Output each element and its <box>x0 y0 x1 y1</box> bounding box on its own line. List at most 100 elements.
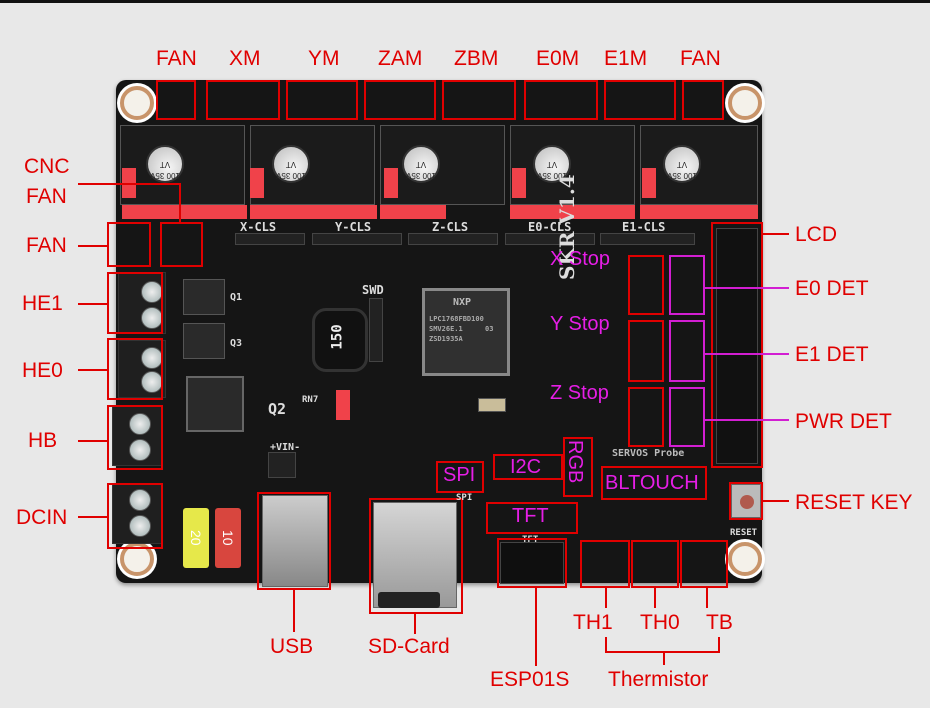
bracket-bottom <box>605 651 720 653</box>
pin-header-e0-cls <box>505 233 595 245</box>
red-header-e0 <box>510 205 635 219</box>
x-stop-connector[interactable] <box>628 255 664 315</box>
driver-slot-y <box>250 125 375 205</box>
rgb-connector-box[interactable] <box>563 437 593 497</box>
reset-button[interactable] <box>731 484 761 518</box>
bracket-right <box>718 637 720 652</box>
motor-connector-xm[interactable] <box>206 80 280 120</box>
callout-line-hb <box>78 440 108 442</box>
bracket-stem <box>663 651 665 665</box>
label-e1-det: E1 DET <box>795 343 869 366</box>
red-header-y <box>250 205 377 219</box>
screw-icon <box>129 439 151 461</box>
lcd-connector-box[interactable] <box>711 222 763 468</box>
y-stop-connector[interactable] <box>628 320 664 382</box>
silk-x-cls: X-CLS <box>240 220 277 234</box>
fan-connector-left[interactable] <box>107 222 151 267</box>
screw-icon <box>129 489 151 511</box>
label-pwr-det: PWR DET <box>795 410 892 433</box>
th1-connector[interactable] <box>580 540 630 588</box>
label-sd-card: SD-Card <box>368 635 450 658</box>
inductor: 150 <box>312 308 368 372</box>
callout-line-lcd <box>763 233 789 235</box>
red-jumper-y <box>250 168 264 198</box>
capacitor-y: 100 35V VT <box>272 145 310 183</box>
usb-connector-box[interactable] <box>257 492 331 590</box>
silk-y-cls: Y-CLS <box>335 220 372 234</box>
driver-slot-e0 <box>510 125 635 205</box>
reset-key-box <box>729 482 763 520</box>
callout-line-tb <box>706 588 708 608</box>
label-rgb: RGB <box>564 440 586 484</box>
e1-det-connector[interactable] <box>669 320 705 382</box>
silk-q2: Q2 <box>268 400 287 418</box>
motor-connector-zam[interactable] <box>364 80 436 120</box>
silk-tft: TFT <box>522 535 539 545</box>
label-fan-top-right: FAN <box>680 47 721 70</box>
driver-slot-z <box>380 125 505 205</box>
tft-connector-box[interactable] <box>486 502 578 534</box>
label-zam: ZAM <box>378 47 423 70</box>
label-hb: HB <box>28 429 58 452</box>
callout-line-usb <box>293 590 295 632</box>
motor-connector-zbm[interactable] <box>442 80 516 120</box>
pin-header-x-cls <box>235 233 305 245</box>
callout-line-sd-card <box>414 614 416 634</box>
e0-det-connector[interactable] <box>669 255 705 315</box>
reset-button-cap <box>740 495 754 509</box>
label-tb: TB <box>706 611 733 634</box>
callout-line-esp01s <box>535 588 537 666</box>
terminal-he0 <box>118 340 166 398</box>
fan-connector-top-right[interactable] <box>682 80 724 120</box>
callout-line-he1 <box>78 303 108 305</box>
label-cnc-fan-line1: CNC <box>24 155 70 178</box>
label-tft: TFT <box>512 505 549 527</box>
mcu-line2: SMV26E.1 <box>429 325 463 333</box>
label-fan-left: FAN <box>26 234 67 257</box>
sd-card-connector-box[interactable] <box>369 498 463 614</box>
callout-line-e0-det <box>705 287 789 289</box>
pwr-det-connector[interactable] <box>669 387 705 447</box>
callout-line-th0 <box>654 588 656 608</box>
motor-connector-e0m[interactable] <box>524 80 598 120</box>
label-y-stop: Y Stop <box>550 313 610 335</box>
label-fan-top-left: FAN <box>156 47 197 70</box>
callout-line-th1 <box>605 588 607 608</box>
silk-servos-probe: SERVOS Probe <box>612 448 685 459</box>
label-esp01s: ESP01S <box>490 668 570 691</box>
lcd-exp-headers <box>716 228 758 464</box>
cnc-fan-connector[interactable] <box>160 222 203 267</box>
i2c-connector-box[interactable] <box>493 454 563 480</box>
tb-connector[interactable] <box>680 540 728 588</box>
pin-header-e1-cls <box>600 233 695 245</box>
callout-line-pwr-det <box>705 419 789 421</box>
capacitor-e1: 100 35V VT <box>663 145 701 183</box>
label-he1: HE1 <box>22 292 63 315</box>
label-bltouch: BLTOUCH <box>605 472 699 494</box>
red-header-e1 <box>640 205 758 219</box>
hb-connector[interactable] <box>107 405 163 470</box>
callout-line-he0 <box>78 369 108 371</box>
mosfet-q1 <box>183 279 225 315</box>
callout-line-cnc-fan <box>78 183 180 185</box>
callout-line-dcin <box>78 516 108 518</box>
bracket-left <box>605 637 607 652</box>
fan-connector-top-left[interactable] <box>156 80 196 120</box>
label-e0m: E0M <box>536 47 580 70</box>
red-header-x <box>122 205 247 219</box>
z-stop-connector[interactable] <box>628 387 664 447</box>
label-x-stop: X Stop <box>550 248 611 270</box>
label-z-stop: Z Stop <box>550 382 609 404</box>
motor-connector-e1m[interactable] <box>604 80 676 120</box>
spi-connector-box[interactable] <box>436 461 484 493</box>
esp01s-connector-box[interactable] <box>497 538 567 588</box>
th0-connector[interactable] <box>631 540 679 588</box>
top-edge-strip <box>0 0 930 3</box>
motor-connector-ym[interactable] <box>286 80 358 120</box>
he1-connector[interactable] <box>107 272 163 334</box>
fuse-10a: 10 <box>215 508 241 568</box>
label-thermistor: Thermistor <box>608 668 709 691</box>
he0-connector[interactable] <box>107 338 163 400</box>
bltouch-connector-box[interactable] <box>601 466 707 500</box>
dcin-connector[interactable] <box>107 483 163 549</box>
